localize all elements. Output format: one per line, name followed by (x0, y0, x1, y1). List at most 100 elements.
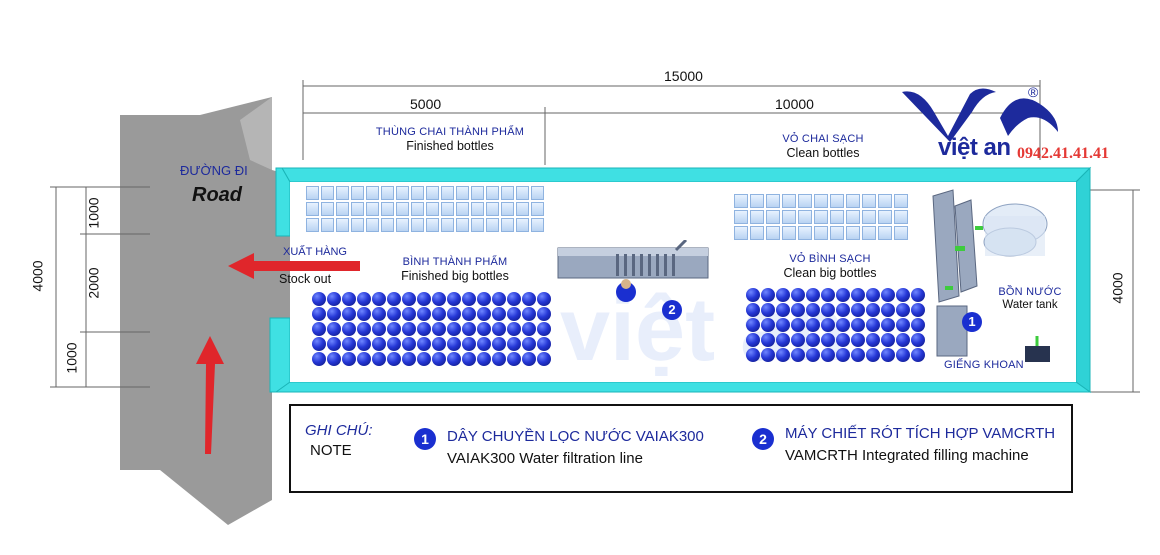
big-bottle (866, 303, 880, 317)
big-bottle (342, 292, 356, 306)
carton-box (411, 186, 424, 200)
big-bottle (746, 348, 760, 362)
big-bottle (492, 307, 506, 321)
clean-bottle-pack (830, 210, 844, 224)
big-bottle (312, 352, 326, 366)
big-bottle (761, 348, 775, 362)
big-bottle (417, 307, 431, 321)
zone-clean-big-bottles-vn: VỎ BÌNH SẠCH (789, 253, 871, 265)
carton-box (411, 218, 424, 232)
big-bottle (911, 303, 925, 317)
big-bottle (866, 348, 880, 362)
big-bottle (417, 292, 431, 306)
big-bottle (761, 318, 775, 332)
carton-box (471, 202, 484, 216)
big-bottle (312, 307, 326, 321)
big-bottle (821, 303, 835, 317)
note-item1-vn: DÂY CHUYỀN LỌC NƯỚC VAIAK300 (447, 428, 704, 445)
big-bottle (911, 333, 925, 347)
big-bottle (327, 307, 341, 321)
big-bottle (402, 337, 416, 351)
zone-water-tank-en: Water tank (1002, 298, 1058, 311)
carton-box (381, 218, 394, 232)
big-bottle (312, 337, 326, 351)
big-bottle (357, 292, 371, 306)
big-bottle (462, 352, 476, 366)
big-bottle (432, 307, 446, 321)
filtration-line (932, 189, 1050, 362)
big-bottle (477, 337, 491, 351)
big-bottle (537, 352, 551, 366)
carton-box (516, 186, 529, 200)
big-bottle (836, 288, 850, 302)
big-bottle (866, 288, 880, 302)
big-bottle (432, 337, 446, 351)
big-bottle (387, 352, 401, 366)
big-bottle (462, 307, 476, 321)
carton-box (441, 202, 454, 216)
big-bottle (881, 288, 895, 302)
big-bottle (896, 288, 910, 302)
road-label-en: Road (192, 184, 242, 206)
big-bottle (761, 288, 775, 302)
clean-bottle-pack (862, 210, 876, 224)
carton-box (486, 186, 499, 200)
big-bottle (746, 333, 760, 347)
big-bottle (791, 288, 805, 302)
zone-clean-big-bottles-en: Clean big bottles (783, 265, 877, 280)
big-bottle (537, 292, 551, 306)
big-bottle (402, 322, 416, 336)
big-bottle (507, 322, 521, 336)
big-bottle (821, 333, 835, 347)
note-item2-en: VAMCRTH Integrated filling machine (785, 447, 1029, 464)
big-bottle (492, 352, 506, 366)
big-bottle (417, 322, 431, 336)
finished-big-bottles-stack (312, 292, 551, 366)
big-bottle (357, 307, 371, 321)
dim-section-a: 5000 (410, 96, 442, 112)
stock-out-label-vn: XUẤT HÀNG (283, 246, 347, 258)
big-bottle (537, 322, 551, 336)
big-bottle (791, 333, 805, 347)
big-bottle (881, 303, 895, 317)
big-bottle (776, 333, 790, 347)
big-bottle (327, 337, 341, 351)
big-bottle (477, 292, 491, 306)
big-bottle (776, 288, 790, 302)
big-bottle (537, 307, 551, 321)
clean-bottle-pack (734, 210, 748, 224)
big-bottle (357, 322, 371, 336)
carton-box (426, 186, 439, 200)
clean-bottle-pack (862, 194, 876, 208)
big-bottle (492, 322, 506, 336)
carton-box (396, 218, 409, 232)
carton-box (456, 202, 469, 216)
carton-box (336, 202, 349, 216)
carton-box (366, 218, 379, 232)
note-marker-one: 1 (414, 428, 436, 450)
zone-clean-bottles: VỎ CHAI SẠCH Clean bottles (758, 133, 888, 160)
big-bottle (372, 307, 386, 321)
big-bottle (342, 307, 356, 321)
clean-bottle-pack (734, 194, 748, 208)
big-bottle (327, 292, 341, 306)
big-bottle (357, 337, 371, 351)
big-bottle (342, 352, 356, 366)
carton-box (531, 186, 544, 200)
big-bottle (537, 337, 551, 351)
zone-clean-bottles-vn: VỎ CHAI SẠCH (782, 133, 864, 145)
zone-clean-big-bottles: VỎ BÌNH SẠCH Clean big bottles (770, 253, 890, 280)
big-bottle (851, 303, 865, 317)
big-bottle (851, 288, 865, 302)
big-bottle (746, 288, 760, 302)
big-bottle (806, 288, 820, 302)
carton-box (351, 202, 364, 216)
carton-box (456, 186, 469, 200)
carton-box (501, 202, 514, 216)
big-bottle (492, 292, 506, 306)
carton-box (351, 218, 364, 232)
clean-bottle-pack (782, 210, 796, 224)
carton-box (516, 202, 529, 216)
note-title-en: NOTE (310, 442, 352, 459)
